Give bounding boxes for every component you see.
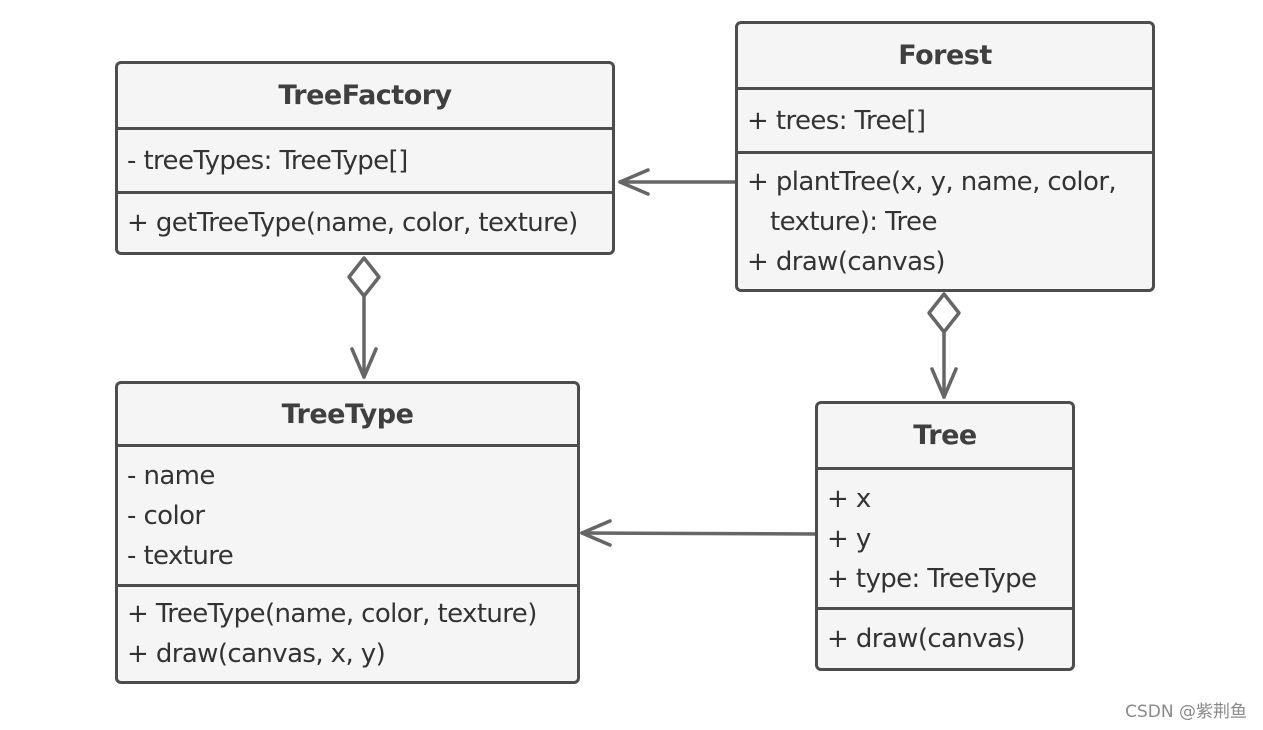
field-line: + trees: Tree[]: [747, 105, 926, 136]
class-box-treefactory[interactable]: TreeFactory - treeTypes: TreeType[] + ge…: [115, 61, 615, 255]
open-arrowhead: [930, 367, 958, 399]
field-line: + type: TreeType: [827, 563, 1037, 594]
methods-section: + draw(canvas): [818, 607, 1072, 668]
connector-forest-to-tree: [927, 292, 961, 399]
connector-forest-to-treefactory: [618, 168, 737, 196]
connector-treefactory-to-treetype: [347, 256, 381, 379]
methods-section: + plantTree(x, y, name, color, texture):…: [738, 151, 1152, 289]
open-arrowhead: [618, 168, 650, 196]
class-name-section: Tree: [818, 404, 1072, 467]
method-line: + plantTree(x, y, name, color,: [747, 166, 1117, 197]
class-name-section: TreeType: [118, 384, 577, 444]
class-box-tree[interactable]: Tree + x + y + type: TreeType + draw(can…: [815, 401, 1075, 671]
field-line: - treeTypes: TreeType[]: [127, 145, 408, 176]
method-line: + draw(canvas, x, y): [127, 639, 386, 669]
open-arrowhead: [580, 519, 612, 547]
class-box-forest[interactable]: Forest + trees: Tree[] + plantTree(x, y,…: [735, 21, 1155, 292]
field-line: - name: [127, 460, 215, 491]
class-name: TreeFactory: [278, 80, 452, 111]
class-name: Tree: [913, 420, 977, 451]
methods-section: + getTreeType(name, color, texture): [118, 191, 612, 252]
class-name: TreeType: [281, 398, 414, 430]
fields-section: + x + y + type: TreeType: [818, 467, 1072, 607]
method-line: + draw(canvas): [827, 624, 1026, 654]
fields-section: + trees: Tree[]: [738, 87, 1152, 151]
method-line: + draw(canvas): [747, 246, 946, 277]
class-name-section: Forest: [738, 24, 1152, 87]
field-line: - texture: [127, 540, 234, 571]
aggregation-diamond: [927, 292, 961, 334]
field-line: - color: [127, 500, 205, 531]
method-line: + TreeType(name, color, texture): [127, 599, 537, 629]
class-name-section: TreeFactory: [118, 64, 612, 127]
fields-section: - name - color - texture: [118, 444, 577, 584]
connector-tree-to-treetype: [580, 519, 818, 547]
field-line: + x: [827, 483, 871, 514]
class-box-treetype[interactable]: TreeType - name - color - texture + Tree…: [115, 381, 580, 684]
fields-section: - treeTypes: TreeType[]: [118, 127, 612, 191]
method-line-continuation: texture): Tree: [770, 206, 937, 237]
methods-section: + TreeType(name, color, texture) + draw(…: [118, 584, 577, 681]
watermark: CSDN @紫荆鱼: [1125, 702, 1247, 722]
field-line: + y: [827, 523, 871, 554]
method-line: + getTreeType(name, color, texture): [127, 208, 578, 238]
open-arrowhead: [350, 347, 378, 379]
aggregation-diamond: [347, 256, 381, 298]
class-name: Forest: [898, 40, 992, 71]
